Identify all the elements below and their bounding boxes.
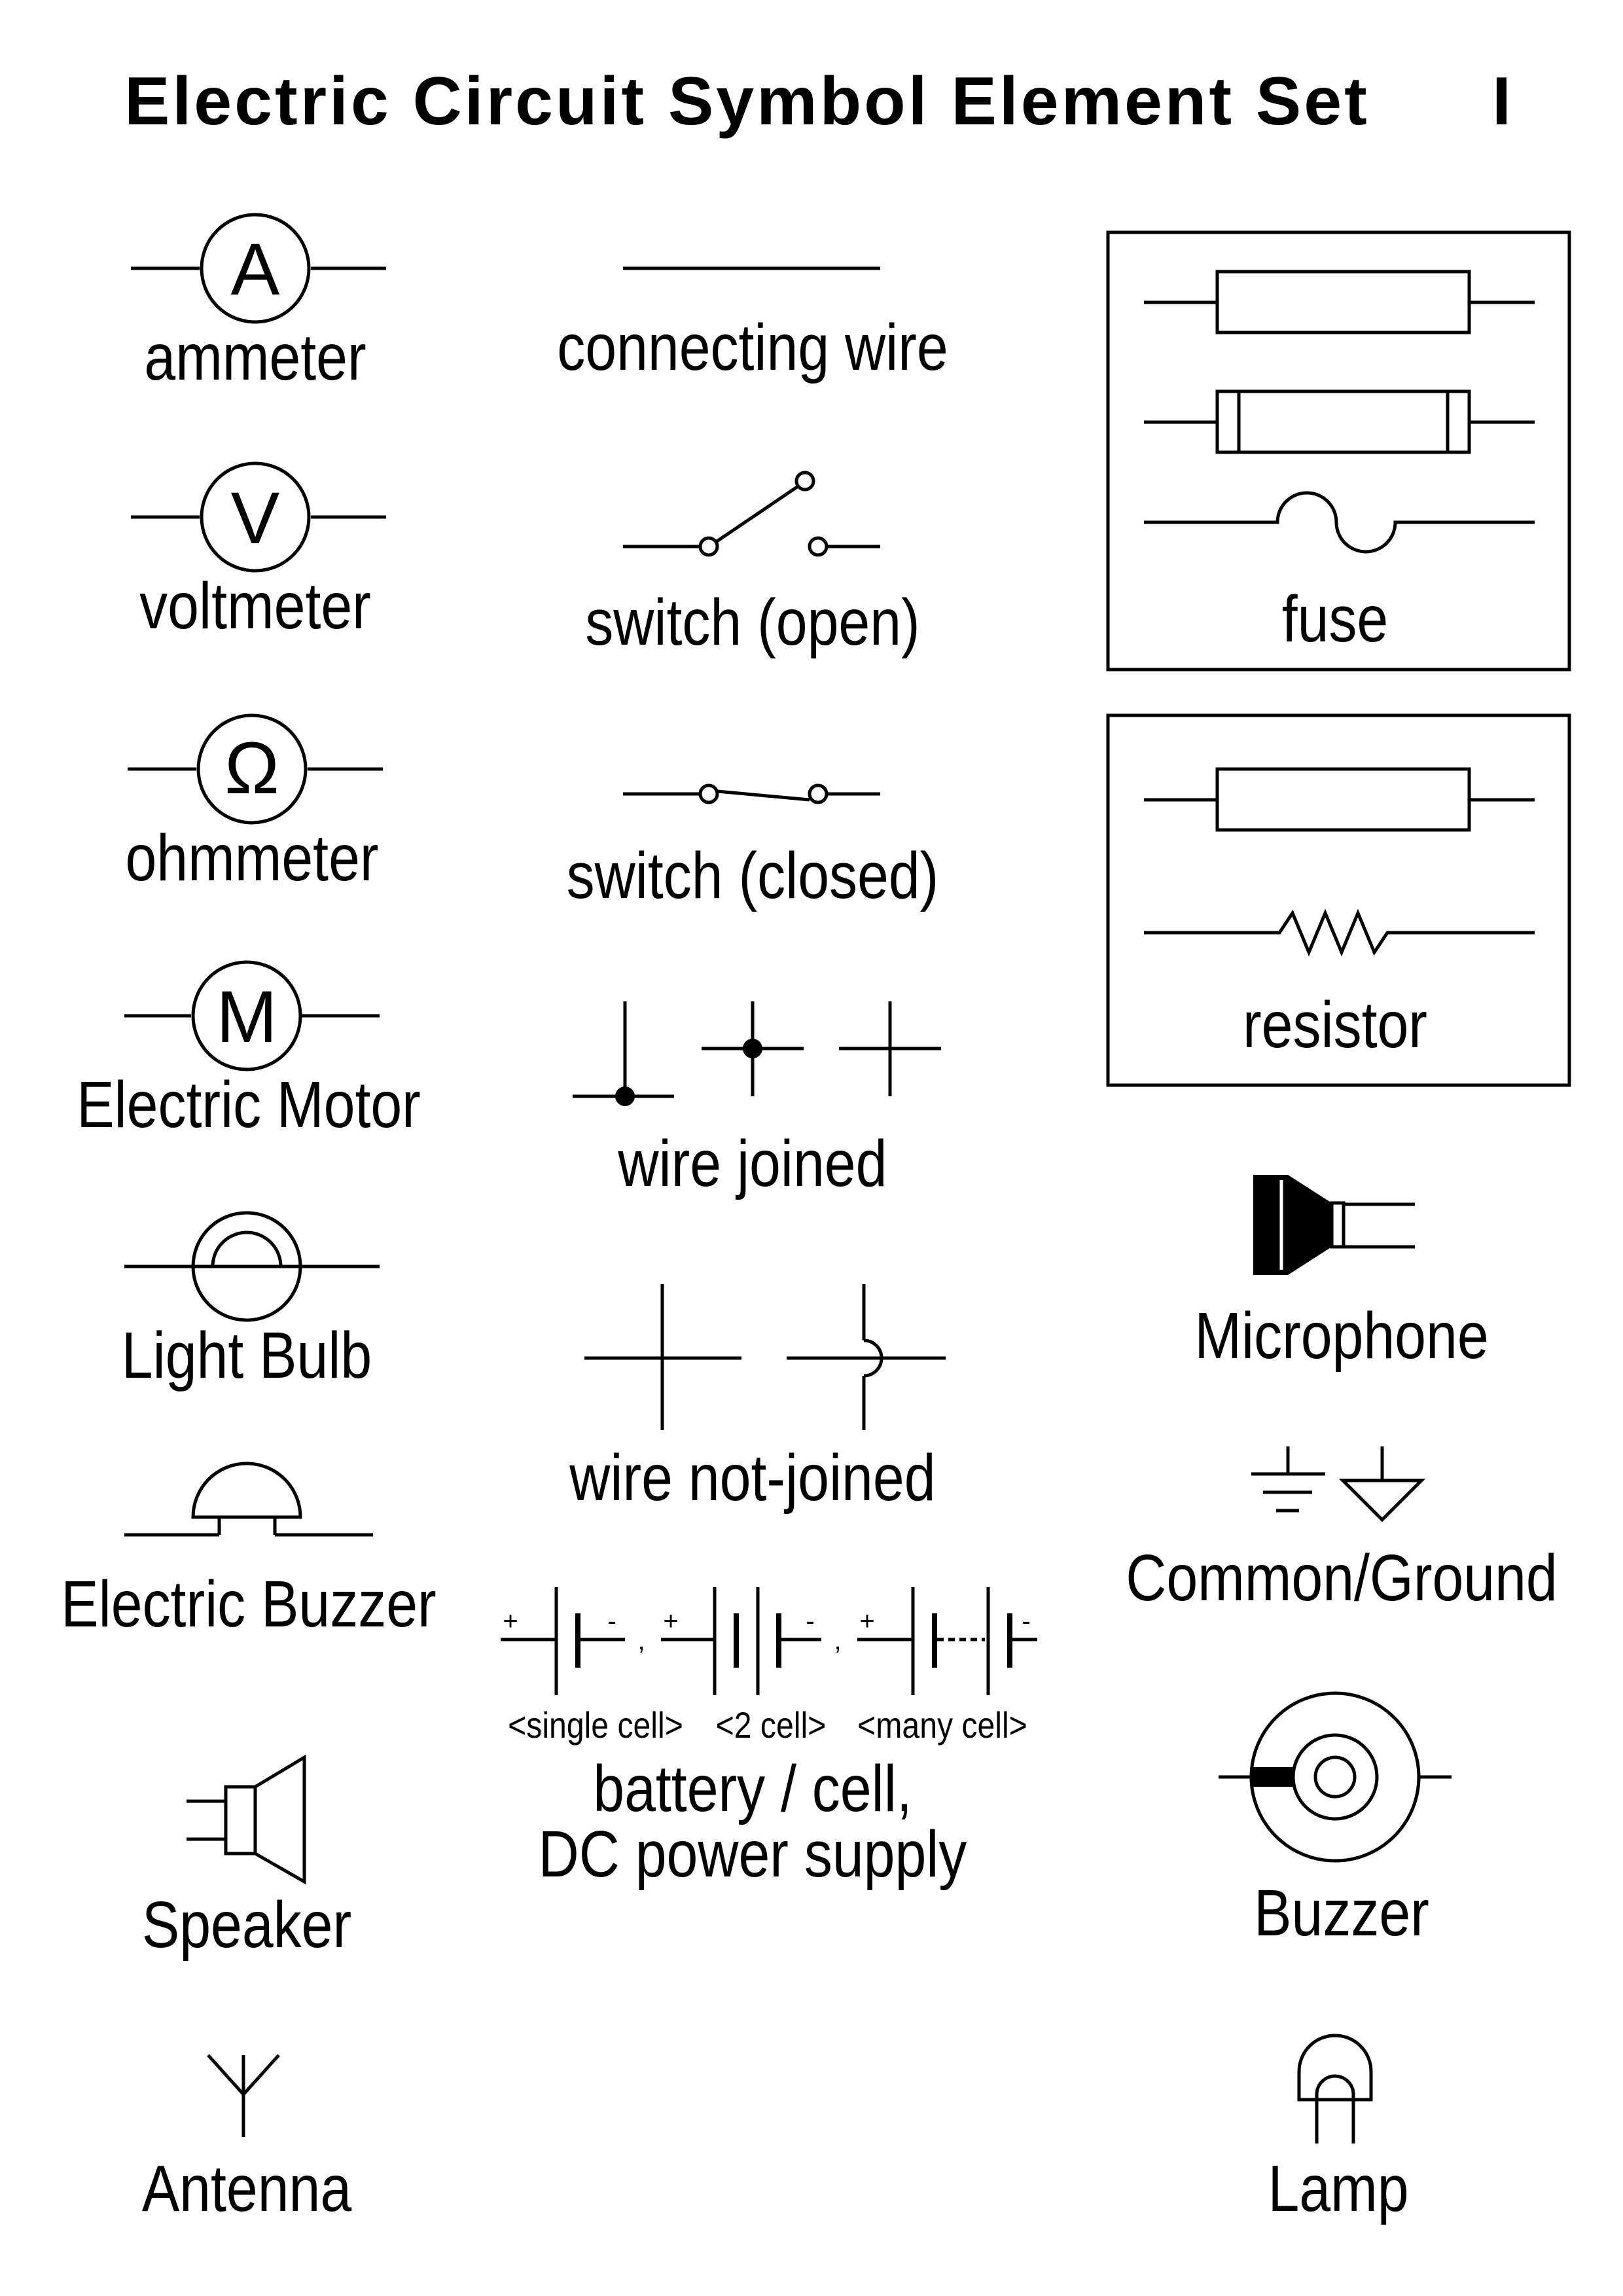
battery-many-cell-symbol: + - [857, 1587, 1037, 1695]
fuse-symbol-rect [1144, 270, 1535, 334]
speaker-symbol [187, 1754, 306, 1885]
fuse-symbol-wave [1144, 491, 1535, 554]
common-symbol [1338, 1446, 1426, 1522]
motor-symbol: M [124, 960, 380, 1071]
antenna-symbol [207, 2054, 280, 2137]
speaker-label: Speaker [142, 1888, 351, 1962]
junction-dot [615, 1086, 635, 1106]
single-cell-caption: <single cell> [508, 1706, 683, 1746]
battery-single-cell-symbol: + - [501, 1587, 625, 1695]
ammeter-symbol: A [131, 213, 386, 324]
lamp-symbol [1297, 2034, 1373, 2144]
voltmeter-label: voltmeter [139, 569, 371, 643]
plus-sign: + [859, 1607, 874, 1636]
light-bulb-symbol [124, 1211, 380, 1322]
battery-two-cell-symbol: + - [661, 1587, 821, 1695]
wire-not-joined-label: wire not-joined [569, 1441, 935, 1515]
resistor-panel [1106, 713, 1571, 1087]
fuse-panel [1106, 230, 1571, 672]
ohmmeter-letter: Ω [224, 727, 279, 809]
minus-sign: - [1022, 1607, 1030, 1636]
fuse-symbol-cartridge [1144, 389, 1535, 454]
antenna-label: Antenna [142, 2152, 351, 2225]
lamp-label: Lamp [1268, 2152, 1408, 2225]
connecting-wire-label: connecting wire [557, 311, 948, 384]
plus-sign: + [663, 1607, 678, 1636]
plus-sign: + [503, 1607, 518, 1636]
microphone-symbol [1253, 1175, 1415, 1275]
battery-label-line2: DC power supply [539, 1818, 967, 1891]
voltmeter-symbol: V [131, 461, 386, 573]
junction-dot [743, 1039, 762, 1058]
ammeter-label: ammeter [144, 321, 366, 394]
microphone-label: Microphone [1194, 1299, 1488, 1372]
fuse-label: fuse [1282, 583, 1389, 656]
separator-comma: , [637, 1626, 645, 1655]
separator-comma: , [834, 1626, 841, 1655]
wire-joined-symbol [573, 1001, 941, 1106]
wire-not-joined-symbol [584, 1284, 946, 1430]
wire-joined-label: wire joined [617, 1127, 887, 1200]
two-cell-caption: <2 cell> [716, 1706, 827, 1746]
title-numeral: I [1492, 63, 1511, 139]
switch-open-label: switch (open) [585, 586, 919, 659]
resistor-symbol-zigzag [1144, 908, 1535, 957]
buzzer-label: Buzzer [1254, 1876, 1429, 1950]
buzzer-symbol [1219, 1691, 1452, 1863]
page-title: Electric Circuit Symbol Element Set I [124, 63, 1511, 139]
voltmeter-letter: V [231, 477, 280, 559]
resistor-symbol-rect [1144, 767, 1535, 832]
switch-closed-symbol [623, 783, 880, 804]
electric-buzzer-symbol [124, 1462, 373, 1537]
battery-label-line1: battery / cell, [593, 1752, 912, 1825]
resistor-label: resistor [1243, 988, 1427, 1062]
electric-buzzer-label: Electric Buzzer [61, 1568, 436, 1641]
switch-closed-label: switch (closed) [567, 839, 939, 912]
light-bulb-label: Light Bulb [122, 1319, 372, 1392]
ground-symbol [1251, 1446, 1325, 1513]
switch-open-symbol [623, 471, 880, 557]
ammeter-letter: A [231, 228, 280, 310]
ohmmeter-symbol: Ω [128, 713, 383, 825]
motor-letter: M [216, 976, 277, 1058]
motor-label: Electric Motor [77, 1068, 421, 1141]
ground-label: Common/Ground [1126, 1541, 1558, 1615]
title-text: Electric Circuit Symbol Element Set [124, 63, 1370, 139]
minus-sign: - [607, 1607, 616, 1636]
many-cell-caption: <many cell> [857, 1706, 1027, 1746]
minus-sign: - [806, 1607, 814, 1636]
ohmmeter-label: ohmmeter [125, 821, 378, 895]
